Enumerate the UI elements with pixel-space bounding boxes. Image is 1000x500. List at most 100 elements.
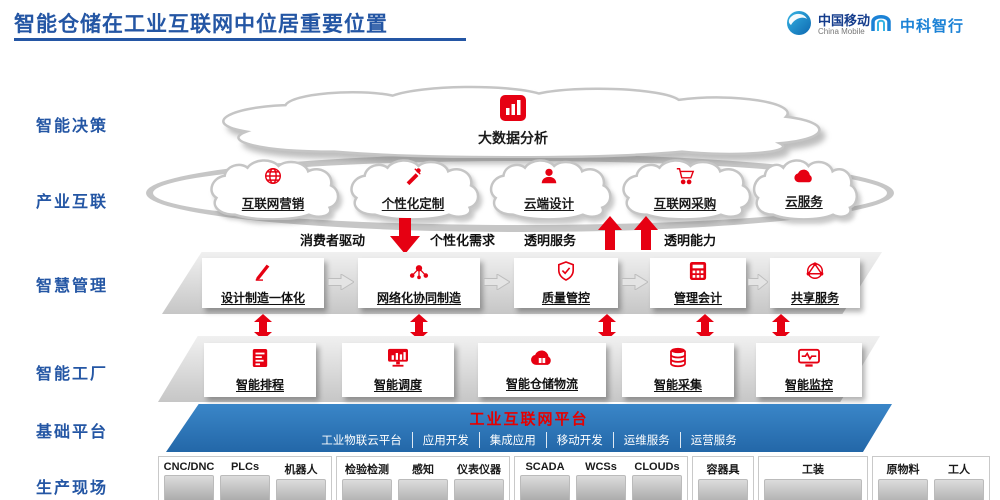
site-group-control: CNC/DNC PLCs 机器人 <box>158 456 332 500</box>
equipment-photo <box>220 475 270 500</box>
cart-icon <box>675 166 695 191</box>
partner-logo: 中科智行 <box>868 10 964 41</box>
site-item: SCADA <box>519 461 571 500</box>
industrial-internet-platform: 工业互联网平台 工业物联云平台 应用开发 集成应用 移动开发 运维服务 运营服务 <box>166 404 892 452</box>
box-label: 智能采集 <box>653 378 702 392</box>
cloud-label: 个性化定制 <box>381 197 445 211</box>
site-item-label: PLCs <box>230 461 260 473</box>
box-label: 智能监控 <box>784 377 833 392</box>
site-group-sensing: 检验检测 感知 仪表仪器 <box>336 456 510 500</box>
box-label: 智能调度 <box>373 377 422 392</box>
management-box-design: 设计制造一体化 <box>202 258 324 308</box>
row-label-industry: 产业互联 <box>36 194 109 211</box>
platform-services: 工业物联云平台 应用开发 集成应用 移动开发 运维服务 运营服务 <box>311 432 747 448</box>
equipment-photo <box>934 479 984 500</box>
equipment-photo <box>276 479 326 500</box>
equipment-photo <box>342 479 392 500</box>
cloud-label: 互联网营销 <box>241 197 305 211</box>
network-nodes-icon <box>408 261 430 286</box>
site-item: PLCs <box>219 461 271 500</box>
cloud-label: 云端设计 <box>523 197 574 211</box>
cloud-internet-marketing: 互联网营销 <box>204 158 342 220</box>
share-globe-icon <box>805 261 825 286</box>
title-underline <box>14 38 466 41</box>
cloud-procurement: 互联网采购 <box>616 158 754 220</box>
equipment-photo <box>632 475 682 500</box>
site-item: 工装 <box>763 461 863 500</box>
platform-title: 工业互联网平台 <box>469 411 589 428</box>
site-item: 原物料 <box>877 461 929 500</box>
row-label-site: 生产现场 <box>36 480 109 497</box>
double-vertical-arrow-icon <box>410 314 428 340</box>
row-label-management: 智慧管理 <box>36 278 109 295</box>
box-label: 智能仓储物流 <box>505 377 578 391</box>
site-item-label: 工人 <box>948 464 970 476</box>
factory-box-monitoring: 智能监控 <box>756 343 862 397</box>
site-item: WCSs <box>575 461 627 500</box>
service-item: 应用开发 <box>413 432 480 448</box>
box-label: 设计制造一体化 <box>220 290 305 305</box>
service-item: 移动开发 <box>547 432 614 448</box>
box-label: 质量管控 <box>541 290 590 305</box>
box-label: 智能排程 <box>235 377 284 392</box>
site-item-label: 检验检测 <box>345 464 389 476</box>
double-vertical-arrow-icon <box>772 314 790 340</box>
row-label-platform: 基础平台 <box>36 424 109 441</box>
double-vertical-arrow-icon <box>598 314 616 340</box>
right-arrow-icon <box>622 274 648 290</box>
cloud-customization: 个性化定制 <box>344 158 482 220</box>
site-item-label: 工装 <box>802 464 824 476</box>
globe-icon <box>263 166 283 191</box>
equipment-photo <box>454 479 504 500</box>
up-arrow-icon <box>598 216 622 250</box>
site-item-label: WCSs <box>585 461 617 473</box>
site-item: 工人 <box>933 461 985 500</box>
box-label: 网络化协同制造 <box>376 290 461 305</box>
service-item: 集成应用 <box>480 432 547 448</box>
calculator-icon <box>689 261 707 286</box>
site-item: CNC/DNC <box>163 461 215 500</box>
site-group-tooling: 工装 <box>758 456 868 500</box>
service-item: 工业物联云平台 <box>311 432 413 448</box>
equipment-photo <box>764 479 862 500</box>
site-item-label: 仪表仪器 <box>457 464 501 476</box>
china-mobile-subtitle: China Mobile <box>818 27 865 37</box>
right-arrow-icon <box>484 274 510 290</box>
site-item: 容器具 <box>697 461 749 500</box>
database-icon <box>668 347 688 373</box>
right-arrow-icon <box>328 274 354 290</box>
down-arrow-icon <box>390 218 420 254</box>
design-pen-icon <box>253 261 273 286</box>
cloud-cloud-design: 云端设计 <box>484 158 614 220</box>
site-item: 机器人 <box>275 461 327 500</box>
equipment-photo <box>878 479 928 500</box>
site-item-label: 原物料 <box>886 464 920 476</box>
box-label: 共享服务 <box>790 290 839 305</box>
site-item-label: 机器人 <box>284 464 318 476</box>
flow-label-consumer-driven: 消费者驱动 <box>300 233 366 248</box>
user-design-icon <box>539 166 559 191</box>
flow-label-transparent-service: 透明服务 <box>524 233 577 248</box>
service-item: 运营服务 <box>690 435 737 447</box>
cloud-box-icon <box>530 348 554 372</box>
right-arrow-icon <box>748 274 768 290</box>
management-box-accounting: 管理会计 <box>650 258 746 308</box>
bar-chart-icon <box>500 94 526 126</box>
site-item-label: SCADA <box>525 461 565 473</box>
site-item: 仪表仪器 <box>453 461 505 500</box>
partner-logo-icon <box>868 10 894 41</box>
site-item: CLOUDs <box>631 461 683 500</box>
factory-box-warehouse-logistics: 智能仓储物流 <box>478 343 606 397</box>
flow-label-transparent-capability: 透明能力 <box>664 233 717 248</box>
service-item: 运维服务 <box>614 432 681 448</box>
page-title: 智能仓储在工业互联网中位居重要位置 <box>14 13 388 36</box>
flow-label-personalized-demand: 个性化需求 <box>430 233 496 248</box>
double-vertical-arrow-icon <box>254 314 272 340</box>
row-label-factory: 智能工厂 <box>36 366 109 383</box>
equipment-photo <box>698 479 748 500</box>
equipment-photo <box>398 479 448 500</box>
double-vertical-arrow-icon <box>696 314 714 340</box>
equipment-photo <box>164 475 214 500</box>
china-mobile-name: 中国移动 <box>818 13 871 29</box>
